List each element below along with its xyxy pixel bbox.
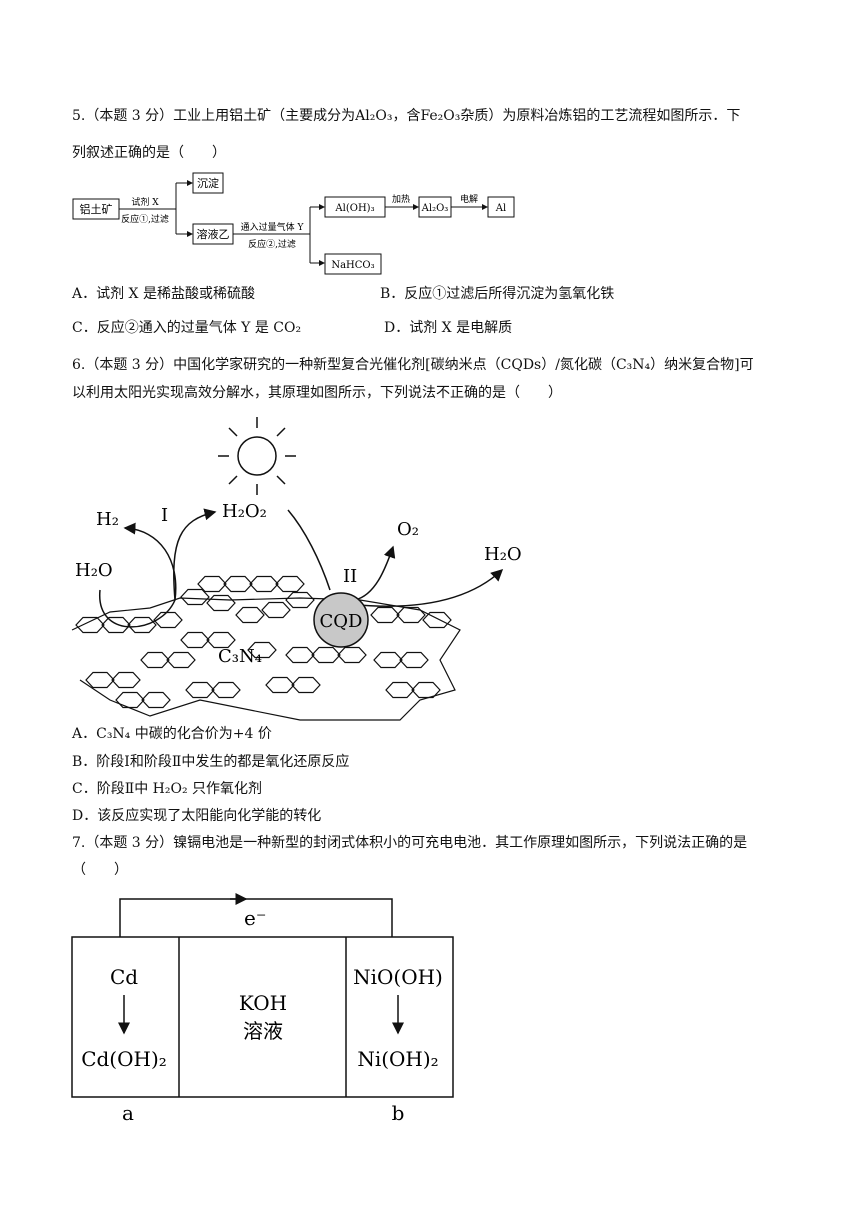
hexagon-ring	[211, 681, 241, 699]
q7-stem-line2: （ ）	[72, 862, 128, 878]
label-a: a	[122, 1101, 134, 1125]
hexagon-ring	[247, 641, 277, 659]
label-niooh: NiO(OH)	[353, 965, 443, 989]
label-o2: O₂	[397, 519, 419, 540]
q7-stem-line1: 7.（本题 3 分）镍镉电池是一种新型的封闭式体积小的可充电电池．其工作原理如图…	[72, 835, 748, 851]
hexagon-ring	[385, 681, 415, 699]
label-cdoh2: Cd(OH)₂	[81, 1047, 167, 1071]
box-bauxite: 铝土矿	[80, 202, 113, 216]
hexagon-ring	[275, 575, 305, 593]
hexagon-ring	[166, 651, 196, 669]
box-solution: 溶液乙	[197, 227, 230, 241]
hexagon-ring	[127, 616, 157, 634]
reaction-arrows	[99, 508, 504, 628]
hexagon-ring	[411, 681, 441, 699]
label-h2o-left: H₂O	[75, 560, 113, 581]
c3n4-sheet	[71, 575, 461, 721]
label-electrolysis: 电解	[460, 193, 478, 205]
label-stage2: II	[343, 566, 357, 587]
hexagon-ring	[206, 594, 236, 612]
sun-icon	[218, 417, 296, 495]
q5-stem-line1: 5.（本题 3 分）工业上用铝土矿（主要成分为Al₂O₃，含Fe₂O₃杂质）为原…	[72, 108, 741, 124]
label-b: b	[392, 1101, 405, 1125]
q5-option-a[interactable]: A．试剂 X 是稀盐酸或稀硫酸	[72, 286, 255, 302]
label-koh: KOH	[239, 991, 287, 1015]
hexagon-ring	[235, 606, 265, 624]
hexagon-ring	[285, 591, 315, 609]
hexagon-ring	[180, 588, 210, 606]
q5-option-d[interactable]: D．试剂 X 是电解质	[384, 320, 513, 336]
hexagon-ring	[101, 616, 131, 634]
label-h2o-right: H₂O	[484, 544, 522, 565]
q7-cell	[71, 893, 454, 1098]
hexagon-ring	[206, 631, 236, 649]
hexagon-ring	[291, 676, 321, 694]
label-cqd: CQD	[320, 611, 363, 632]
label-solution: 溶液	[243, 1019, 283, 1043]
label-cd: Cd	[110, 965, 138, 989]
label-reaction2: 反应②,过滤	[248, 238, 296, 250]
label-nioh2: Ni(OH)₂	[357, 1047, 438, 1071]
hexagon-ring	[261, 601, 291, 619]
box-nahco3: NaHCO₃	[331, 260, 374, 271]
cqd-particle	[313, 592, 369, 648]
label-gas: 通入过量气体 Y	[241, 221, 305, 233]
q5-option-c[interactable]: C．反应②通入的过量气体 Y 是 CO₂	[72, 320, 302, 336]
q6-option-c[interactable]: C．阶段Ⅱ中 H₂O₂ 只作氧化剂	[72, 781, 263, 797]
box-al2o3: Al₂O₃	[421, 203, 449, 214]
q6-stem-line2: 以利用太阳光实现高效分解水，其原理如图所示，下列说法不正确的是（ ）	[72, 385, 562, 401]
hexagon-ring	[115, 691, 145, 709]
label-h2o2: H₂O₂	[222, 501, 267, 522]
label-h2: H₂	[96, 509, 119, 530]
q5-option-b[interactable]: B．反应①过滤后所得沉淀为氢氧化铁	[380, 286, 615, 302]
hexagon-ring	[370, 606, 400, 624]
label-c3n4: C₃N₄	[218, 646, 262, 667]
hexagon-ring	[422, 611, 452, 629]
q6-stem-line1: 6.（本题 3 分）中国化学家研究的一种新型复合光催化剂[碳纳米点（CQDs）/…	[72, 357, 754, 373]
q6-option-b[interactable]: B．阶段Ⅰ和阶段Ⅱ中发生的都是氧化还原反应	[72, 754, 350, 770]
hexagon-ring	[373, 651, 403, 669]
hexagon-ring	[337, 646, 367, 664]
hexagon-ring	[75, 616, 105, 634]
hexagon-ring	[249, 575, 279, 593]
label-reaction1: 反应①,过滤	[121, 213, 169, 225]
box-precipitate: 沉淀	[197, 176, 219, 190]
box-al: Al	[495, 203, 506, 214]
hexagon-ring	[399, 651, 429, 669]
label-electron: e⁻	[244, 906, 266, 930]
hexagon-ring	[185, 681, 215, 699]
hexagon-ring	[223, 575, 253, 593]
label-reagent: 试剂 X	[131, 196, 159, 208]
label-stage1: I	[161, 505, 168, 526]
label-heat: 加热	[392, 193, 410, 205]
q5-stem-line2: 列叙述正确的是（ ）	[72, 145, 226, 161]
hexagon-ring	[141, 691, 171, 709]
q6-option-a[interactable]: A．C₃N₄ 中碳的化合价为+4 价	[72, 726, 272, 742]
q6-option-d[interactable]: D．该反应实现了太阳能向化学能的转化	[72, 808, 322, 824]
hexagon-ring	[285, 646, 315, 664]
hexagon-ring	[111, 671, 141, 689]
hexagon-ring	[180, 631, 210, 649]
hexagon-ring	[265, 676, 295, 694]
hexagon-ring	[140, 651, 170, 669]
hexagon-ring	[311, 646, 341, 664]
hexagon-ring	[396, 606, 426, 624]
hexagon-ring	[153, 611, 183, 629]
hexagon-ring	[85, 671, 115, 689]
box-aloh3: Al(OH)₃	[334, 203, 374, 214]
q5-flowchart: 铝土矿 试剂 X 反应①,过滤 沉淀 溶液乙 通入过量气体 Y 反应②,过滤 A…	[72, 172, 515, 275]
hexagon-ring	[197, 575, 227, 593]
